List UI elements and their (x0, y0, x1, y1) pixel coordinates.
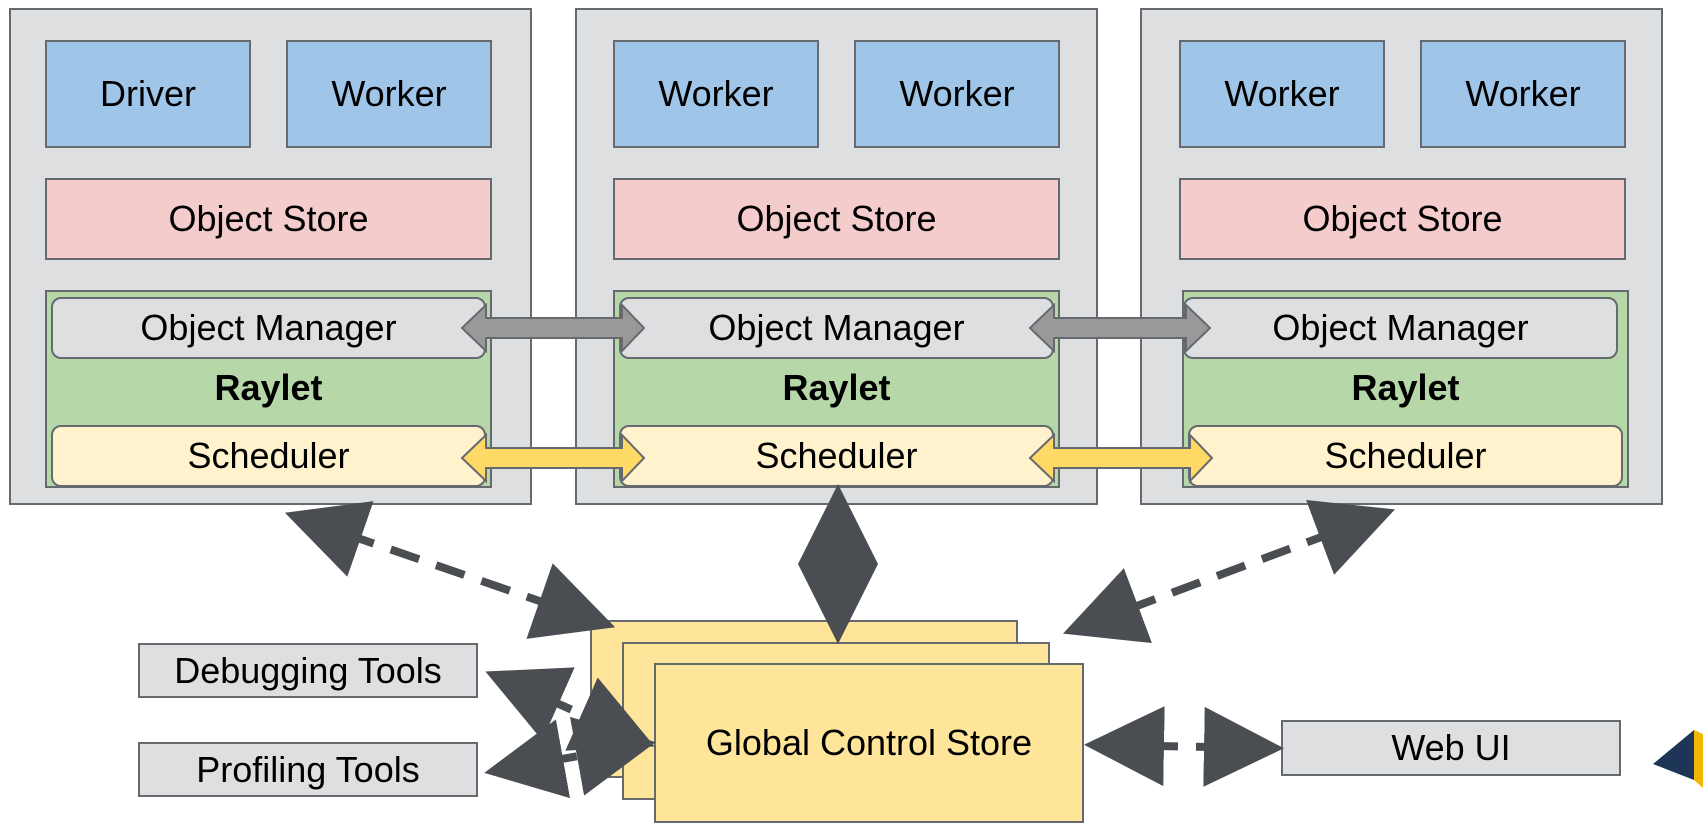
debugging-tools: Debugging Tools (138, 643, 478, 698)
object-store: Object Store (45, 178, 492, 260)
object-manager: Object Manager (1183, 297, 1618, 359)
web-ui: Web UI (1281, 720, 1621, 776)
global-control-store: Global Control Store (654, 663, 1084, 823)
raylet-label: Raylet (214, 367, 323, 408)
object-manager: Object Manager (51, 297, 486, 359)
profiling-tools: Profiling Tools (138, 742, 478, 797)
object-store: Object Store (613, 178, 1060, 260)
scheduler: Scheduler (619, 425, 1054, 487)
gcs-link-machine-3 (1063, 499, 1395, 644)
scheduler: Scheduler (51, 425, 486, 487)
raylet-label: Raylet (1351, 367, 1460, 408)
worker-process: Worker (854, 40, 1060, 148)
gcs-link-web-ui (1084, 706, 1284, 787)
object-store: Object Store (1179, 178, 1626, 260)
worker-process: Worker (1179, 40, 1385, 148)
object-manager: Object Manager (619, 297, 1054, 359)
gcs-link-machine-1 (284, 501, 616, 639)
scheduler: Scheduler (1188, 425, 1623, 487)
logo-icon (1653, 730, 1703, 788)
worker-process: Worker (1420, 40, 1626, 148)
worker-process: Worker (286, 40, 492, 148)
driver-process: Driver (45, 40, 251, 148)
raylet-label: Raylet (782, 367, 891, 408)
worker-process: Worker (613, 40, 819, 148)
